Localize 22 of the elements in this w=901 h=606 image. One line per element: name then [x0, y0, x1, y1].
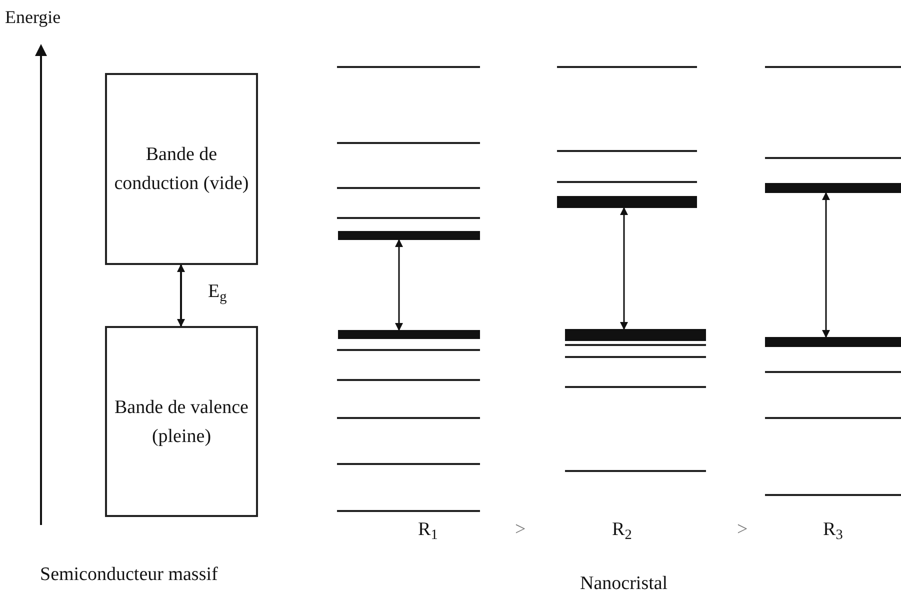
- band-label: Bande de conduction (vide): [113, 143, 250, 196]
- band-label: Bande de valence (pleine): [114, 396, 250, 448]
- double-arrow: [395, 239, 403, 331]
- energy-level-bar: [338, 231, 480, 240]
- double-arrow: [822, 192, 830, 338]
- radius-label: >: [515, 520, 526, 539]
- energy-level-bar: [765, 183, 901, 193]
- energy-level-bar: [557, 196, 697, 208]
- double-arrow: [177, 264, 185, 327]
- double-arrow: [620, 207, 628, 330]
- energy-level-bar: [765, 337, 901, 347]
- band-box: [105, 326, 258, 517]
- radius-label: R$_{3}$: [823, 520, 843, 539]
- energy-level-bar: [338, 330, 480, 339]
- caption-label: Nanocristal: [580, 574, 668, 593]
- radius-label: >: [737, 520, 748, 539]
- radius-label: R$_{2}$: [612, 520, 632, 539]
- band-box: [105, 73, 258, 265]
- radius-label: R$_{1}$: [418, 520, 438, 539]
- energy-level-bar: [565, 329, 706, 341]
- caption-label: Semiconducteur massif: [40, 565, 218, 584]
- axis-label: Energie: [5, 8, 61, 26]
